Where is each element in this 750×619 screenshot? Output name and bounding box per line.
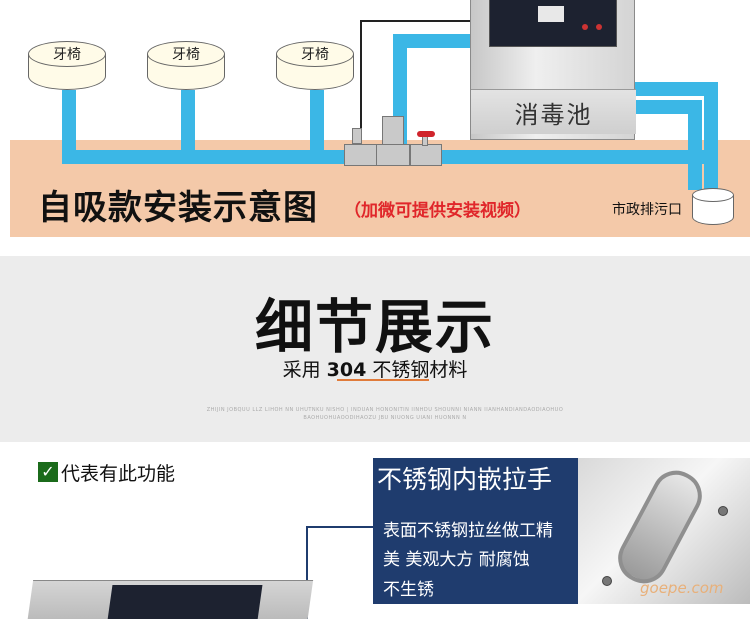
- valve-body: [410, 144, 442, 166]
- valve-stem: [422, 136, 428, 146]
- drain-pipe-2: [688, 100, 702, 190]
- drain-label: 市政排污口: [612, 202, 682, 218]
- callout-line: 不生锈: [383, 580, 434, 600]
- indicator-light-icon: [596, 24, 602, 30]
- product-panel: [107, 585, 263, 619]
- material-prefix: 采用: [282, 359, 327, 381]
- watermark: goepe.com: [640, 579, 724, 597]
- valve-handle: [417, 131, 435, 137]
- wire-top: [360, 20, 472, 22]
- material-highlight: 304: [326, 359, 367, 381]
- cylinder-label: 牙椅: [147, 41, 225, 67]
- dental-chair-1: 牙椅: [28, 41, 106, 91]
- riser-pipe-1: [62, 90, 76, 160]
- disinfection-machine: 消毒池: [470, 0, 636, 140]
- dental-chair-3: 牙椅: [276, 41, 354, 91]
- screw-icon: [602, 576, 612, 586]
- small-fitting: [352, 128, 362, 144]
- callout-leader-horizontal: [306, 526, 374, 528]
- machine-label: 消毒池: [471, 89, 636, 134]
- product-photo: [26, 580, 314, 619]
- section-title: 细节展示: [254, 293, 495, 361]
- control-panel: [489, 0, 617, 47]
- check-icon: ✓: [38, 462, 58, 482]
- feature-legend: 代表有此功能: [61, 463, 176, 485]
- drain-pipe: [704, 82, 718, 190]
- pump-base: [376, 144, 410, 166]
- feature-section: ✓ 代表有此功能 不锈钢内嵌拉手 表面不锈钢拉丝做工精 美 美观大方 耐腐蚀 不…: [0, 442, 750, 619]
- gauge-icon: [538, 6, 564, 22]
- diagram-title: 自吸款安装示意图: [38, 188, 318, 228]
- callout-line: 表面不锈钢拉丝做工精: [383, 521, 553, 541]
- indicator-light-icon: [582, 24, 588, 30]
- drain-outlet: [692, 188, 734, 226]
- cylinder-label: 牙椅: [28, 41, 106, 67]
- cylinder-label: 牙椅: [276, 41, 354, 67]
- feature-callout: 不锈钢内嵌拉手 表面不锈钢拉丝做工精 美 美观大方 耐腐蚀 不生锈: [373, 458, 578, 604]
- callout-leader-vertical: [306, 526, 308, 619]
- riser-pipe-2: [181, 90, 195, 160]
- drain-top: [692, 188, 734, 202]
- detail-header: 细节展示 采用 304 不锈钢材料 ZHIJIN JOBQUU LLZ LIHO…: [0, 256, 750, 442]
- machine-inlet-pipe-top: [393, 34, 473, 48]
- wire: [360, 20, 362, 135]
- callout-title: 不锈钢内嵌拉手: [373, 458, 578, 502]
- pump-fitting: [344, 144, 378, 166]
- riser-pipe-3: [310, 90, 324, 160]
- material-line: 采用 304 不锈钢材料: [0, 355, 750, 382]
- screw-icon: [718, 506, 728, 516]
- machine-outlet-pipe: [633, 82, 718, 96]
- diagram-subtitle: （加微可提供安装视频）: [344, 201, 531, 221]
- machine-outlet-pipe-2: [633, 100, 701, 114]
- fine-print: ZHIJIN JOBQUU LLZ LIHOH NN UHUTNKU NISHO…: [206, 407, 564, 421]
- handle-slot: [609, 462, 711, 592]
- dental-chair-2: 牙椅: [147, 41, 225, 91]
- material-suffix: 不锈钢材料: [366, 359, 468, 381]
- underline-divider: [337, 379, 429, 381]
- callout-line: 美 美观大方 耐腐蚀: [383, 550, 530, 570]
- handle-photo: [578, 458, 750, 604]
- installation-diagram: 牙椅 牙椅 牙椅 消毒池 自吸款安装示意图 （加微可提供安装视频） 市政排污口: [0, 0, 750, 250]
